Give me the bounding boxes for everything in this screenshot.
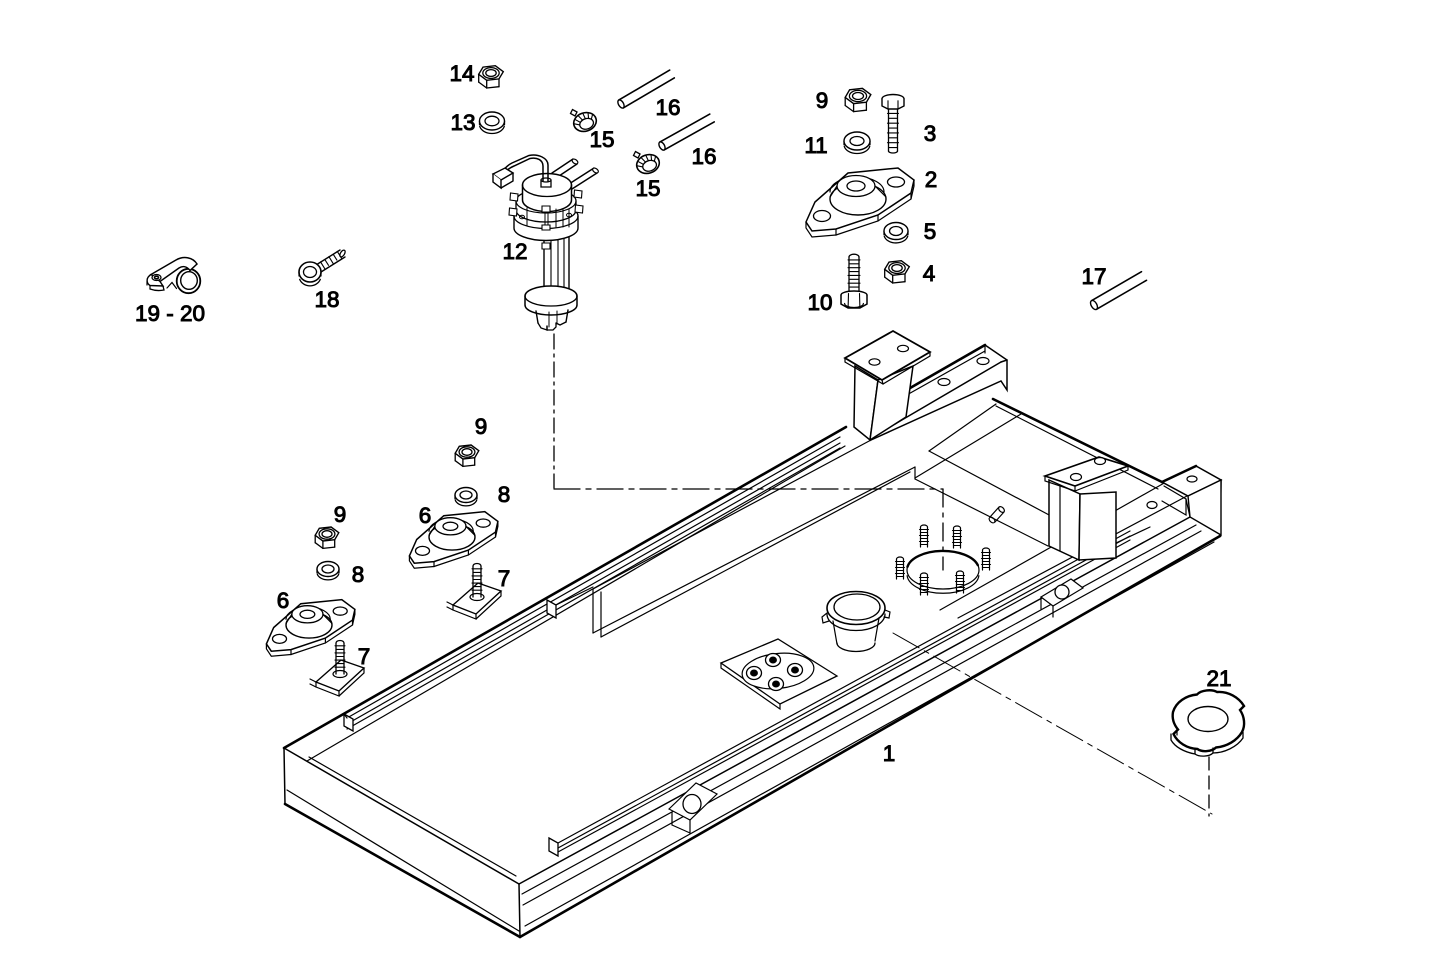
svg-text:8: 8 <box>352 562 365 587</box>
svg-text:7: 7 <box>358 644 371 669</box>
svg-text:18: 18 <box>314 287 339 312</box>
svg-text:13: 13 <box>450 110 475 135</box>
svg-text:14: 14 <box>449 61 474 86</box>
svg-text:16: 16 <box>655 95 680 120</box>
svg-text:12: 12 <box>502 239 527 264</box>
svg-text:17: 17 <box>1081 264 1106 289</box>
svg-text:6: 6 <box>419 503 432 528</box>
svg-text:9: 9 <box>334 502 347 527</box>
svg-text:1: 1 <box>883 741 896 766</box>
svg-text:21: 21 <box>1206 666 1231 691</box>
svg-text:2: 2 <box>925 167 938 192</box>
svg-text:4: 4 <box>923 261 936 286</box>
svg-text:11: 11 <box>804 133 827 158</box>
svg-text:6: 6 <box>277 588 290 613</box>
svg-text:5: 5 <box>924 219 937 244</box>
svg-text:7: 7 <box>498 566 511 591</box>
svg-text:15: 15 <box>635 176 660 201</box>
svg-text:19 - 20: 19 - 20 <box>135 301 205 326</box>
svg-text:10: 10 <box>807 290 832 315</box>
svg-text:15: 15 <box>589 127 614 152</box>
svg-text:9: 9 <box>816 88 829 113</box>
svg-text:3: 3 <box>924 121 937 146</box>
svg-text:9: 9 <box>475 414 488 439</box>
svg-text:8: 8 <box>498 482 511 507</box>
svg-text:16: 16 <box>691 144 716 169</box>
